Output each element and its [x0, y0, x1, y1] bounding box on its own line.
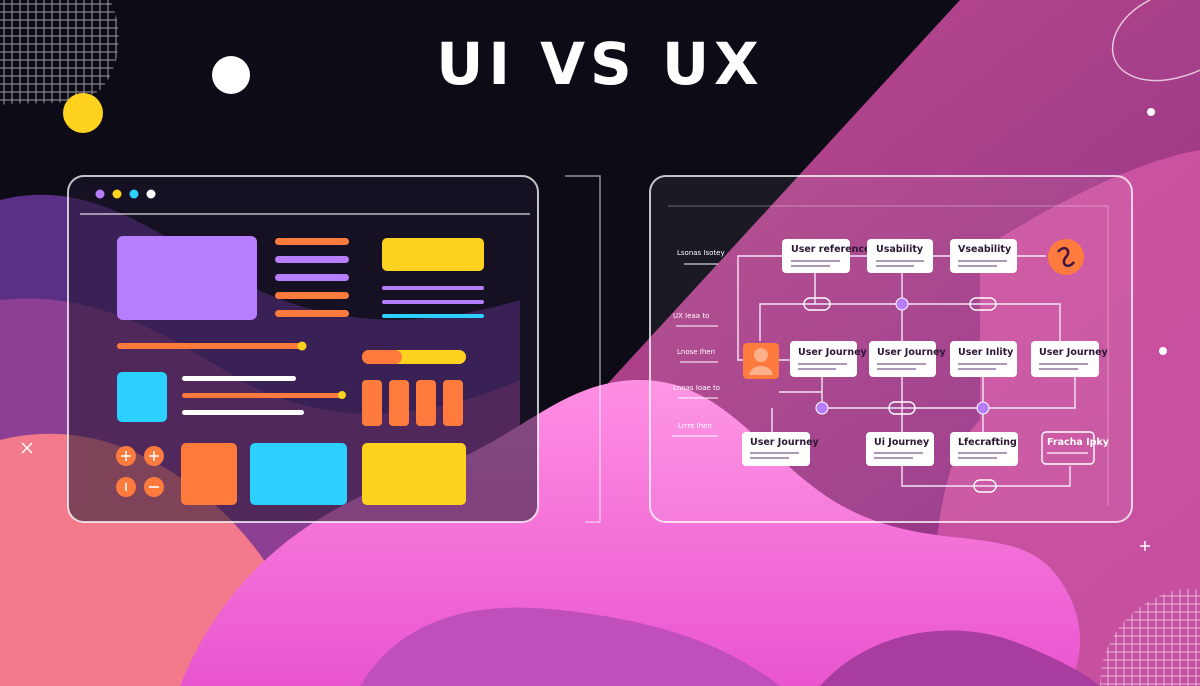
- text-line: [275, 238, 349, 245]
- bg-pink-blob: [180, 380, 1080, 686]
- flow-node: [950, 239, 1017, 273]
- user-avatar-icon: [754, 348, 768, 362]
- mesh-texture-bottom-right: [1100, 588, 1200, 686]
- node-text-lines: [750, 260, 1088, 459]
- orange-bar: [389, 380, 409, 426]
- text-line: [275, 274, 349, 281]
- panel-side-bracket: [565, 175, 601, 523]
- flow-node: [790, 341, 857, 377]
- side-label: Lsonas Isotey: [677, 249, 725, 257]
- text-line: [182, 393, 342, 398]
- bg-orchid-blob: [360, 607, 780, 686]
- window-dot-white: [146, 189, 156, 199]
- flow-node-label: User Journey: [1039, 347, 1109, 358]
- page-title: UI VS UX: [436, 30, 764, 98]
- orange-card: [181, 443, 237, 505]
- flow-node-label: Ui Journey: [874, 437, 930, 448]
- connector-pill: [973, 479, 997, 493]
- connector-pill: [803, 297, 831, 311]
- flow-node-label: User Journey: [750, 437, 820, 448]
- orange-bar: [416, 380, 436, 426]
- flow-node-label: User Journey: [877, 347, 947, 358]
- text-line: [275, 310, 349, 317]
- text-line-dot: [338, 391, 346, 399]
- white-dot: [212, 56, 250, 94]
- flow-node-label: User Inlity: [958, 347, 1014, 358]
- outline-curve-top-right: [1111, 0, 1200, 82]
- ui-panel: [67, 175, 601, 523]
- control-buttons: [116, 446, 164, 497]
- image-placeholder: [117, 236, 257, 320]
- side-label: Lnose Ihen: [677, 348, 715, 356]
- text-line: [382, 314, 484, 318]
- window-dot-yellow: [112, 189, 122, 199]
- connector-pill: [888, 401, 916, 415]
- cyan-square: [117, 372, 167, 422]
- bg-deep-blob: [820, 630, 1100, 686]
- flow-node-label: Lfecrafting: [958, 437, 1017, 448]
- connector-node: [895, 297, 909, 311]
- small-dot-right: [1147, 108, 1155, 116]
- progress-knob: [297, 341, 307, 351]
- flow-node: [1031, 341, 1099, 377]
- text-line: [182, 410, 304, 415]
- orange-bar: [362, 380, 382, 426]
- connector-node: [815, 401, 829, 415]
- slider-fill: [362, 350, 402, 364]
- flow-node-label: Vseability: [958, 244, 1012, 255]
- connector-node: [976, 401, 990, 415]
- text-line: [382, 286, 484, 290]
- connector-pill: [969, 297, 997, 311]
- cross-icon: [21, 442, 33, 454]
- mesh-texture-top-left: [0, 0, 119, 105]
- flow-node-label: Fracha Ipky: [1047, 437, 1110, 448]
- side-label: UX Ieaa to: [673, 312, 709, 320]
- small-dot-right-2: [1159, 347, 1167, 355]
- panel-inner-frame: [668, 205, 1109, 506]
- side-label: Lnoas Ioae to: [673, 384, 720, 392]
- window-dot-cyan: [129, 189, 139, 199]
- flow-node-outline: [1041, 431, 1095, 465]
- flow-node: [782, 239, 850, 273]
- cyan-card: [250, 443, 347, 505]
- text-line: [275, 292, 349, 299]
- flow-connectors: [737, 255, 1076, 487]
- ux-panel: User reference Usability Vseability User…: [649, 175, 1133, 523]
- flow-node: [950, 341, 1017, 377]
- flow-node-label: Usability: [876, 244, 924, 255]
- yellow-dot: [63, 93, 103, 133]
- flow-node-label: User reference: [791, 244, 870, 255]
- yellow-card: [362, 443, 466, 505]
- yellow-button-shape: [382, 238, 484, 271]
- flow-node: [867, 239, 933, 273]
- progress-track: [117, 343, 303, 349]
- text-line: [275, 256, 349, 263]
- flow-node-label: User Journey: [798, 347, 868, 358]
- plus-icon: [1140, 541, 1150, 551]
- window-dot-purple: [95, 189, 105, 199]
- text-line: [182, 376, 296, 381]
- flow-node: [869, 341, 936, 377]
- side-label: Lrrre Ihen: [678, 422, 712, 430]
- text-line: [382, 300, 484, 304]
- orange-bar: [443, 380, 463, 426]
